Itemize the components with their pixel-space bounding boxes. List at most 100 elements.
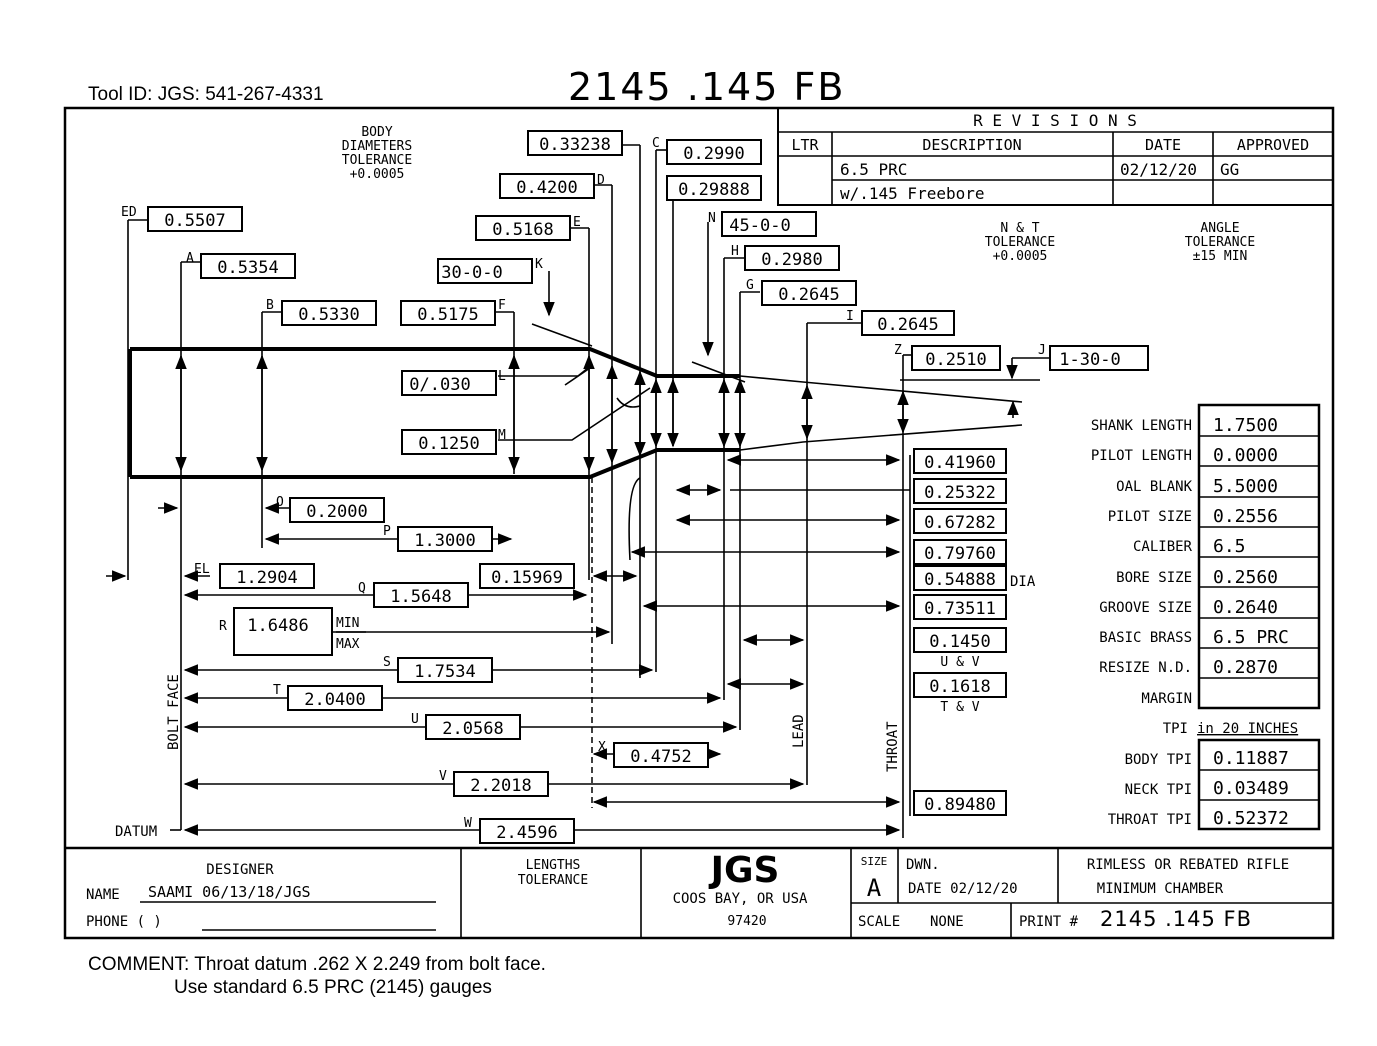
dim-c-left: 0.33238	[539, 135, 611, 155]
dim-r-max: MAX	[336, 637, 360, 652]
right-dim-2: 0.25322	[924, 483, 996, 503]
revisions-block: R E V I S I O N S LTR DESCRIPTION DATE A…	[777, 107, 1334, 206]
lead-label: LEAD	[791, 714, 807, 748]
dim-p: 1.3000	[414, 531, 475, 551]
leader-lines	[127, 144, 1050, 838]
callouts: 0.5507 ED 0.5354 A 0.5330 B 0.5175 F 0.5…	[121, 130, 1149, 844]
throat-label: THROAT	[885, 721, 901, 772]
chamber-type-1: RIMLESS OR REBATED RIFLE	[1087, 857, 1289, 873]
dim-v: 2.2018	[470, 776, 531, 796]
dim-t: 2.0400	[304, 690, 365, 710]
spec-value-1: 1.7500	[1213, 415, 1278, 436]
spec-label-7: GROOVE SIZE	[1099, 600, 1192, 616]
dim-x: 0.4752	[630, 747, 691, 767]
svg-text:T: T	[273, 683, 281, 698]
spec-label-6: BORE SIZE	[1116, 570, 1192, 586]
revisions-title: R E V I S I O N S	[973, 111, 1137, 130]
spec-label-4: PILOT SIZE	[1108, 509, 1192, 525]
tpi-heading-unit: in 20 INCHES	[1197, 721, 1298, 737]
tpi-value-3: 0.52372	[1213, 808, 1289, 829]
svg-text:F: F	[498, 298, 506, 313]
angle-tolerance-note: ANGLE TOLERANCE ±15 MIN	[1185, 221, 1255, 264]
tv-label: T & V	[940, 700, 979, 715]
right-dim-9: 0.89480	[924, 795, 996, 815]
spec-label-10: MARGIN	[1141, 691, 1192, 707]
dim-z: 0.2510	[925, 350, 986, 370]
right-dim-3: 0.67282	[924, 513, 996, 533]
tpi-label-2: NECK TPI	[1125, 782, 1192, 798]
print-value: 2145 .145 FB	[1100, 907, 1252, 931]
name-label: NAME	[86, 887, 120, 903]
bolt-face-label: BOLT FACE	[166, 674, 182, 750]
svg-text:Q: Q	[358, 581, 366, 596]
rev-col-approved: APPROVED	[1237, 136, 1309, 154]
rev-row1-approved: GG	[1220, 160, 1239, 179]
right-dim-4: 0.79760	[924, 544, 996, 564]
dim-l: 0/.030	[409, 375, 470, 395]
dim-d: 0.4200	[516, 178, 577, 198]
spec-value-9: 0.2870	[1213, 657, 1278, 678]
svg-text:E: E	[573, 215, 581, 230]
svg-text:X: X	[598, 740, 606, 755]
scale-value: NONE	[930, 914, 964, 930]
svg-text:TOLERANCE: TOLERANCE	[1185, 235, 1255, 250]
phone-label: PHONE ( )	[86, 914, 162, 930]
rev-row2-description: w/.145 Freebore	[840, 184, 985, 203]
dim-a: 0.5354	[217, 258, 278, 278]
svg-text:M: M	[498, 428, 506, 443]
svg-text:±15 MIN: ±15 MIN	[1193, 249, 1248, 264]
svg-text:P: P	[383, 524, 391, 539]
svg-text:DIAMETERS: DIAMETERS	[342, 139, 412, 154]
spec-label-1: SHANK LENGTH	[1091, 418, 1192, 434]
rev-col-ltr: LTR	[791, 136, 819, 154]
print-label: PRINT #	[1019, 914, 1079, 930]
dim-u: 2.0568	[442, 719, 503, 739]
spec-label-3: OAL BLANK	[1116, 479, 1192, 495]
svg-text:BODY: BODY	[361, 125, 392, 140]
right-dim-5: 0.54888	[924, 570, 996, 590]
spec-value-6: 0.2560	[1213, 567, 1278, 588]
dim-el: 1.2904	[236, 568, 297, 588]
dim-g: 0.2645	[778, 285, 839, 305]
dim-r: 1.6486	[247, 616, 308, 636]
dim-j: 1-30-0	[1059, 350, 1120, 370]
dim-s: 1.7534	[414, 662, 475, 682]
svg-text:ANGLE: ANGLE	[1200, 221, 1239, 236]
dim-q: 1.5648	[390, 587, 451, 607]
svg-text:V: V	[439, 769, 447, 784]
right-dims: 0.41960 0.25322 0.67282 0.79760 0.54888 …	[909, 448, 1036, 816]
drawing-title: 2145 .145 FB	[568, 65, 845, 109]
tpi-label-3: THROAT TPI	[1108, 812, 1192, 828]
dia-label: DIA	[1010, 574, 1036, 590]
svg-text:H: H	[731, 244, 739, 259]
right-dim-6: 0.73511	[924, 599, 996, 619]
tpi-table: TPI in 20 INCHES BODY TPI 0.11887 NECK T…	[1108, 721, 1321, 831]
dim-b: 0.5330	[298, 305, 359, 325]
svg-text:+0.0005: +0.0005	[993, 249, 1048, 264]
svg-text:K: K	[535, 257, 543, 272]
size-value: A	[867, 874, 882, 902]
right-dim-8: 0.1618	[929, 677, 990, 697]
tpi-value-1: 0.11887	[1213, 748, 1289, 769]
spec-table: SHANK LENGTH 1.7500 PILOT LENGTH 0.0000 …	[1091, 403, 1321, 710]
dim-c-right: 0.2990	[683, 144, 744, 164]
svg-text:Z: Z	[894, 343, 902, 358]
svg-text:D: D	[597, 173, 605, 188]
svg-text:U: U	[411, 712, 419, 727]
right-dim-1: 0.41960	[924, 453, 996, 473]
tool-id: Tool ID: JGS: 541-267-4331	[88, 84, 324, 105]
dim-r-min: MIN	[336, 616, 359, 631]
svg-text:I: I	[846, 309, 854, 324]
svg-text:S: S	[383, 655, 391, 670]
right-dim-7: 0.1450	[929, 632, 990, 652]
svg-text:+0.0005: +0.0005	[350, 167, 405, 182]
spec-value-3: 5.5000	[1213, 476, 1278, 497]
date-label: DATE 02/12/20	[908, 881, 1018, 897]
rev-col-description: DESCRIPTION	[922, 136, 1021, 154]
rev-row1-date: 02/12/20	[1120, 160, 1197, 179]
svg-text:R: R	[219, 619, 227, 634]
lengths-tol-1: LENGTHS	[526, 858, 581, 873]
svg-text:A: A	[186, 251, 194, 266]
dim-n: 45-0-0	[729, 216, 790, 236]
